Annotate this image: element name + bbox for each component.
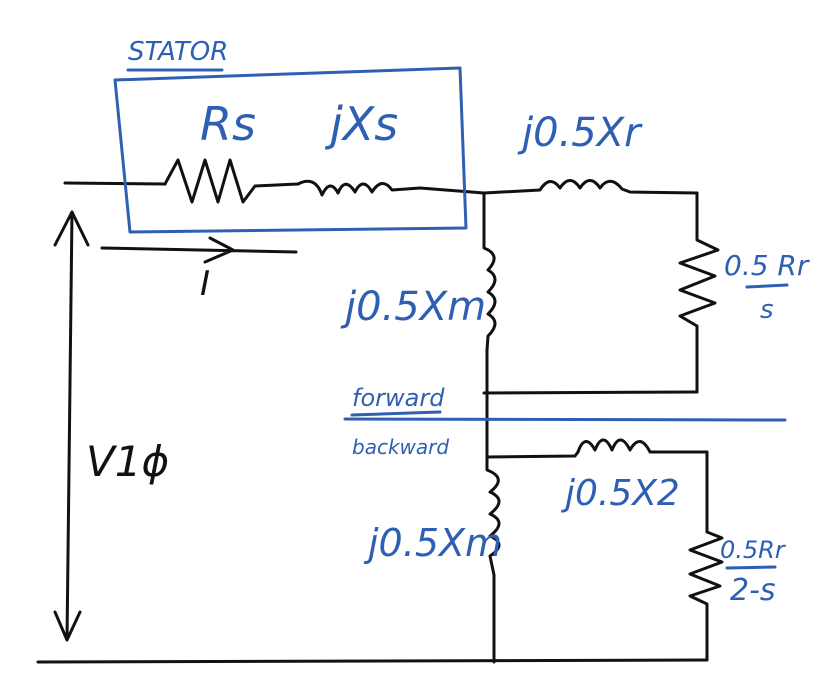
stator-resistance-label: Rs xyxy=(200,97,256,151)
current-arrow xyxy=(100,236,298,264)
current-label: I xyxy=(200,264,210,304)
forward-section-label: forward xyxy=(352,384,445,412)
fraction-bar-forward xyxy=(745,283,789,289)
phase-voltage-label: V1ϕ xyxy=(86,437,169,486)
forward-rotor-resistance-denominator: s xyxy=(760,295,774,325)
section-divider xyxy=(343,417,787,422)
forward-rotor-resistance-numerator: 0.5 Rr xyxy=(724,249,810,282)
backward-rotor-resistor-symbol xyxy=(688,450,724,662)
forward-underline xyxy=(350,410,442,417)
ground-return-wire xyxy=(36,658,709,664)
backward-rotor-reactance-label: j0.5X2 xyxy=(560,473,680,514)
backward-rotor-resistance-denominator: 2-s xyxy=(730,573,776,608)
stator-resistor-symbol xyxy=(163,158,300,204)
forward-return-wire xyxy=(482,390,699,395)
backward-magnetizing-label: j0.5Xm xyxy=(363,521,502,565)
backward-rotor-resistance-numerator: 0.5Rr xyxy=(720,536,787,564)
forward-rotor-resistor-symbol xyxy=(678,191,720,394)
backward-top-wire xyxy=(485,450,580,459)
backward-rotor-inductor-symbol xyxy=(576,438,709,454)
fraction-bar-backward xyxy=(725,565,777,570)
stator-title: STATOR xyxy=(128,37,228,67)
voltage-arrow xyxy=(53,210,90,642)
forward-rotor-reactance-label: j0.5Xr xyxy=(517,110,643,156)
forward-magnetizing-inductor-symbol xyxy=(482,191,497,462)
backward-section-label: backward xyxy=(352,435,449,459)
stator-inductor-symbol xyxy=(296,179,486,197)
input-wire xyxy=(63,181,167,186)
stator-reactance-label: jXs xyxy=(324,97,398,151)
stator-box xyxy=(113,66,468,234)
forward-magnetizing-label: j0.5Xm xyxy=(340,284,486,330)
backward-magnetizing-inductor-symbol xyxy=(485,458,501,664)
forward-rotor-inductor-symbol xyxy=(482,179,699,195)
